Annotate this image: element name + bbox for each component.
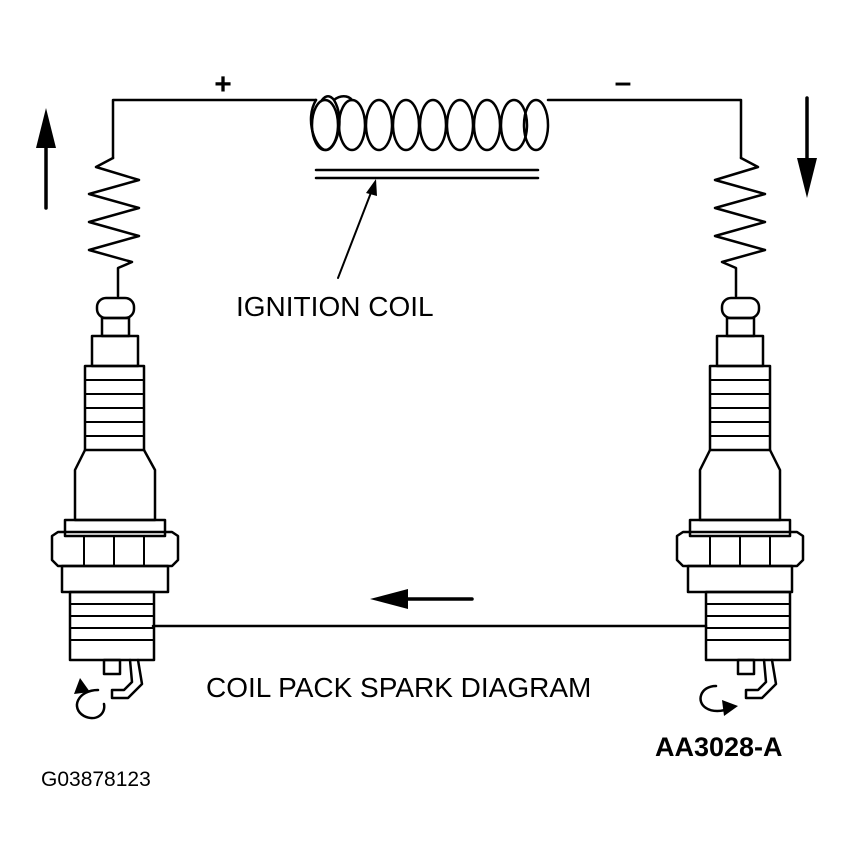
left-spark-arc-icon [74, 678, 106, 720]
left-arrow-icon [370, 589, 474, 609]
right-resistor [713, 156, 767, 298]
image-id: G03878123 [41, 768, 151, 791]
coil-label-leader [337, 179, 377, 279]
coil-core [314, 168, 540, 180]
primary-wire [111, 98, 743, 160]
left-resistor [87, 156, 141, 298]
up-arrow-icon [36, 108, 56, 210]
negative-terminal-label: – [615, 66, 632, 99]
coil-label: IGNITION COIL [236, 291, 434, 322]
diagram-caption: COIL PACK SPARK DIAGRAM [206, 672, 591, 703]
down-arrow-icon [797, 96, 817, 198]
coil-winding [309, 95, 550, 152]
positive-terminal-label: + [214, 68, 232, 101]
right-spark-plug [675, 296, 805, 700]
figure-code: AA3028-A [655, 732, 783, 762]
right-spark-arc-icon [699, 684, 738, 716]
left-spark-plug [50, 296, 180, 700]
